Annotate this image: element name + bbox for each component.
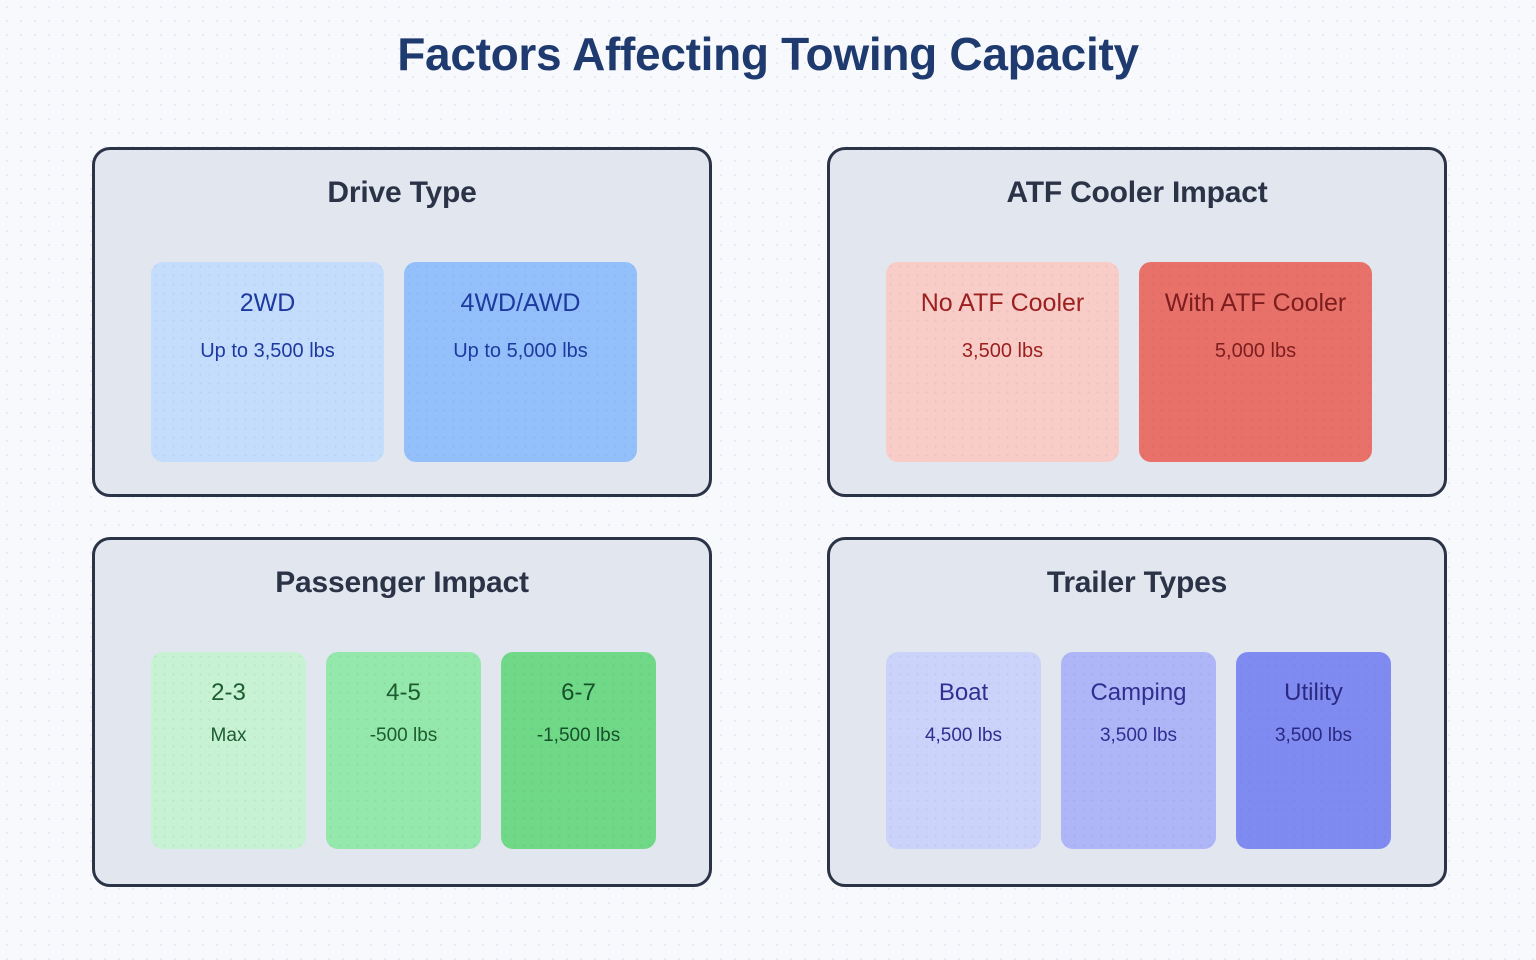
card[interactable]: Camping 3,500 lbs — [1061, 652, 1216, 849]
card-value: -1,500 lbs — [536, 725, 621, 747]
card-value: Max — [210, 725, 247, 747]
panel-title: Passenger Impact — [275, 566, 529, 599]
card-value: Up to 3,500 lbs — [200, 339, 335, 362]
card-label: With ATF Cooler — [1164, 289, 1347, 317]
card-value: Up to 5,000 lbs — [453, 339, 588, 362]
card-label: 4WD/AWD — [460, 289, 581, 317]
card-row: 2WD Up to 3,500 lbs 4WD/AWD Up to 5,000 lbs — [151, 262, 637, 462]
card-label: Boat — [938, 679, 989, 706]
card[interactable]: 4WD/AWD Up to 5,000 lbs — [404, 262, 637, 462]
card[interactable]: No ATF Cooler 3,500 lbs — [886, 262, 1119, 462]
card-label: No ATF Cooler — [920, 289, 1085, 317]
card-value: 3,500 lbs — [961, 339, 1044, 362]
panel-title: Drive Type — [327, 176, 477, 209]
card-label: Camping — [1090, 679, 1187, 706]
card-value: 3,500 lbs — [1274, 725, 1353, 747]
card[interactable]: 2WD Up to 3,500 lbs — [151, 262, 384, 462]
card[interactable]: 4-5 -500 lbs — [326, 652, 481, 849]
card-value: -500 lbs — [369, 725, 438, 747]
card[interactable]: 6-7 -1,500 lbs — [501, 652, 656, 849]
panel-atf-cooler-impact: ATF Cooler Impact No ATF Cooler 3,500 lbs W… — [827, 147, 1447, 497]
card-label: 2-3 — [211, 679, 246, 706]
card[interactable]: Utility 3,500 lbs — [1236, 652, 1391, 849]
card-label: Utility — [1284, 679, 1343, 706]
card-value: 4,500 lbs — [924, 725, 1003, 747]
card-value: 3,500 lbs — [1099, 725, 1178, 747]
panel-drive-type: Drive Type 2WD Up to 3,500 lbs 4WD/AWD Up to… — [92, 147, 712, 497]
card[interactable]: With ATF Cooler 5,000 lbs — [1139, 262, 1372, 462]
panel-title: Trailer Types — [1046, 566, 1228, 599]
card[interactable]: Boat 4,500 lbs — [886, 652, 1041, 849]
card-label: 2WD — [239, 289, 296, 317]
card-row: Boat 4,500 lbs Camping 3,500 lbs Utility 3,50… — [886, 652, 1391, 849]
panel-grid: Drive Type 2WD Up to 3,500 lbs 4WD/AWD Up to… — [92, 147, 1447, 887]
panel-title: ATF Cooler Impact — [1006, 176, 1268, 209]
card-value: 5,000 lbs — [1214, 339, 1297, 362]
card-label: 4-5 — [386, 679, 421, 706]
card-row: No ATF Cooler 3,500 lbs With ATF Cooler 5,0… — [886, 262, 1372, 462]
page-title: Factors Affecting Towing Capacity — [397, 28, 1139, 80]
card-label: 6-7 — [561, 679, 596, 706]
